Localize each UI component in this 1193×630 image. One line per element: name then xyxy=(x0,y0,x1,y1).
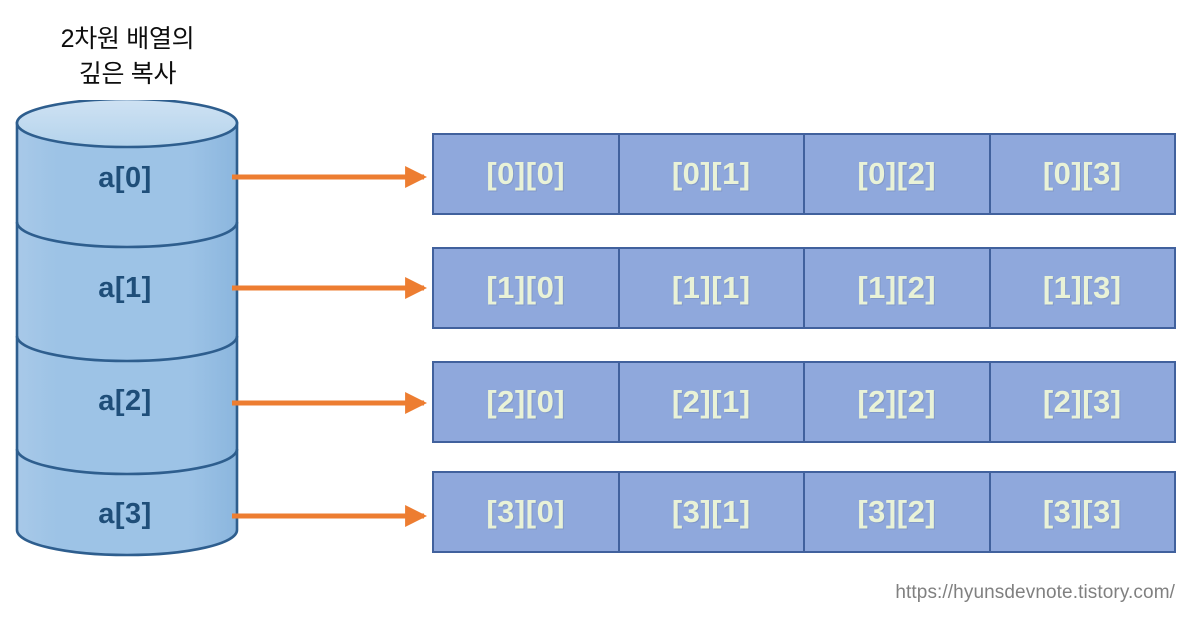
cylinder-segment-label-2: a[2] xyxy=(98,385,152,417)
array-reference-cylinder: a[0] a[1] a[2] a[3] xyxy=(10,100,245,565)
array-cell: [2][1] xyxy=(619,363,805,441)
cylinder-shape xyxy=(15,100,239,557)
array-cell: [3][3] xyxy=(990,473,1174,551)
array-row-1: [1][0] [1][1] [1][2] [1][3] xyxy=(432,247,1176,329)
array-row-0: [0][0] [0][1] [0][2] [0][3] xyxy=(432,133,1176,215)
cylinder-top xyxy=(15,100,239,149)
cylinder-body xyxy=(15,121,239,557)
array-cell: [1][0] xyxy=(434,249,620,327)
array-cell: [0][3] xyxy=(990,135,1174,213)
cylinder-segment-label-1: a[1] xyxy=(98,272,152,304)
diagram-title: 2차원 배열의 깊은 복사 xyxy=(60,25,195,88)
cylinder-divider-2 xyxy=(15,448,239,476)
array-cell: [3][2] xyxy=(805,473,991,551)
array-cell: [3][1] xyxy=(619,473,805,551)
cylinder-segment-label-0: a[0] xyxy=(98,162,152,194)
array-cell: [0][0] xyxy=(434,135,620,213)
source-watermark: https://hyunsdevnote.tistory.com/ xyxy=(895,582,1175,603)
cylinder-segment-label-3: a[3] xyxy=(98,498,152,530)
array-cell: [1][1] xyxy=(619,249,805,327)
array-cell: [0][2] xyxy=(805,135,991,213)
array-row-3: [3][0] [3][1] [3][2] [3][3] xyxy=(432,471,1176,553)
array-cell: [2][0] xyxy=(434,363,620,441)
array-cell: [3][0] xyxy=(434,473,620,551)
array-cell: [0][1] xyxy=(619,135,805,213)
array-row-2: [2][0] [2][1] [2][2] [2][3] xyxy=(432,361,1176,443)
cylinder-divider-0 xyxy=(15,221,239,249)
array-cell: [2][3] xyxy=(990,363,1174,441)
array-cell: [1][3] xyxy=(990,249,1174,327)
cylinder-divider-1 xyxy=(15,335,239,363)
array-cell: [2][2] xyxy=(805,363,991,441)
array-cell: [1][2] xyxy=(805,249,991,327)
